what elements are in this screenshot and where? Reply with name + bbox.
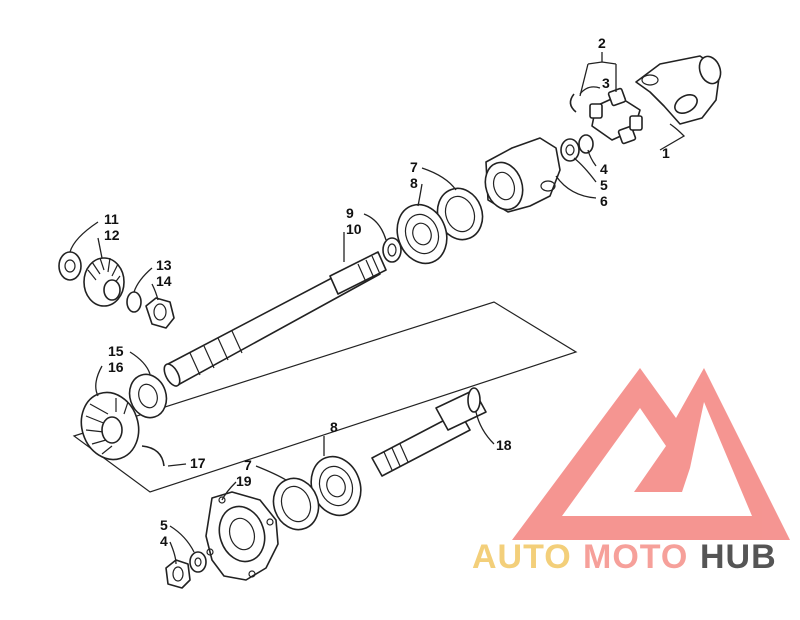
callout-10: 10 xyxy=(346,221,362,237)
callout-19: 19 xyxy=(236,473,252,489)
watermark-moto-text: MOTO xyxy=(583,538,688,576)
bearing-part-8-lower xyxy=(310,455,362,517)
washer-part-5-lower xyxy=(189,551,207,573)
snap-ring-part-3 xyxy=(569,93,577,113)
bearing-part-8-upper xyxy=(396,203,448,265)
callout-2: 2 xyxy=(598,35,606,51)
yoke-part-1 xyxy=(635,55,722,125)
leader-lines xyxy=(69,52,686,565)
drive-shaft xyxy=(163,251,387,387)
callout-15: 15 xyxy=(108,343,124,359)
callout-17: 17 xyxy=(190,455,206,471)
watermark-hub-text: HUB xyxy=(700,538,777,576)
callout-1: 1 xyxy=(662,145,670,161)
callout-13: 13 xyxy=(156,257,172,273)
callout-12: 12 xyxy=(104,227,120,243)
seal-part-7-lower xyxy=(272,477,320,531)
callouts: 1 2 3 4 5 6 7 8 9 10 11 12 13 14 15 16 1… xyxy=(104,35,670,549)
watermark-auto-text: AUTO xyxy=(472,538,572,576)
subassembly-outline xyxy=(72,301,578,493)
watermark-logo xyxy=(512,368,790,540)
housing-part-19 xyxy=(205,491,279,581)
callout-16: 16 xyxy=(108,359,124,375)
callout-18: 18 xyxy=(496,437,512,453)
callout-3: 3 xyxy=(602,75,610,91)
gear-part-12 xyxy=(83,257,125,307)
washer-part-9 xyxy=(382,237,402,263)
nut-part-4-lower xyxy=(165,559,191,589)
nut-part-14 xyxy=(145,297,175,329)
callout-5-lower: 5 xyxy=(160,517,168,533)
ring-gear-part-16 xyxy=(80,391,140,461)
callout-8-lower: 8 xyxy=(330,419,338,435)
washer-part-11 xyxy=(58,251,82,281)
universal-joint-part-2 xyxy=(589,87,643,145)
callout-7-upper: 7 xyxy=(410,159,418,175)
callout-8-upper: 8 xyxy=(410,175,418,191)
washer-part-13 xyxy=(126,291,142,313)
output-shaft-part-18 xyxy=(371,387,487,477)
washer-part-5 xyxy=(560,138,580,162)
yoke-part-6 xyxy=(484,137,561,213)
callout-11: 11 xyxy=(104,211,119,227)
bearing-part-4 xyxy=(578,134,594,154)
callout-14: 14 xyxy=(156,273,172,289)
callout-6: 6 xyxy=(600,193,608,209)
callout-7-lower: 7 xyxy=(244,457,252,473)
snap-ring-part-17 xyxy=(141,445,165,467)
callout-4-upper: 4 xyxy=(600,161,608,177)
callout-9: 9 xyxy=(346,205,354,221)
callout-4-lower: 4 xyxy=(160,533,168,549)
bearing-part-15 xyxy=(128,373,168,419)
callout-5-upper: 5 xyxy=(600,177,608,193)
